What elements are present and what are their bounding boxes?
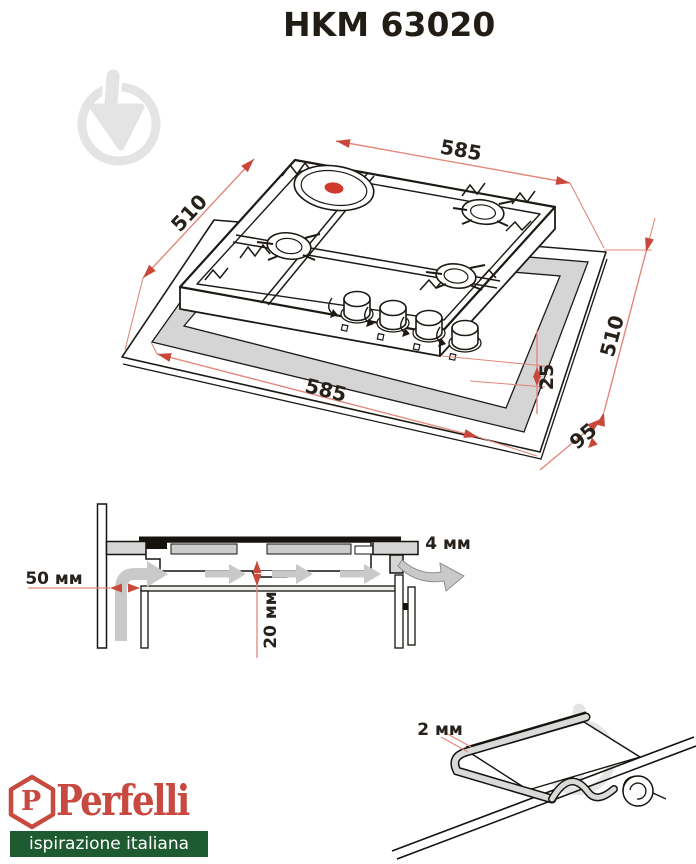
- dimension-edge-gap: 4 мм: [425, 534, 471, 554]
- logo-tagline-text: ispirazione italiana: [28, 834, 190, 854]
- airflow-arrows: [115, 559, 465, 641]
- burner: [435, 262, 477, 290]
- seal-detail-view: [391, 711, 696, 860]
- dimension-wall-clearance: 50 мм: [25, 569, 83, 589]
- logo-tagline: ispirazione italiana: [10, 831, 208, 857]
- dimension-seal-thickness: 2 мм: [417, 720, 463, 740]
- dimension-side-offset: 25: [536, 363, 558, 391]
- burner: [266, 231, 312, 261]
- hotplate: [293, 164, 375, 212]
- section-view: [28, 503, 465, 658]
- logo-brand-name: Perfelli: [56, 776, 190, 825]
- control-knobs: [328, 290, 482, 361]
- isometric-view: [121, 139, 656, 471]
- dimension-under-clearance: 20 мм: [261, 591, 281, 649]
- logo-monogram: P: [20, 786, 42, 817]
- section-dimension-lines: [28, 561, 262, 658]
- logo-hexagon-icon: [8, 774, 56, 830]
- watermark-icon: [77, 66, 161, 166]
- iso-dimension-lines: [124, 139, 656, 471]
- product-title: HKM 63020: [283, 5, 496, 44]
